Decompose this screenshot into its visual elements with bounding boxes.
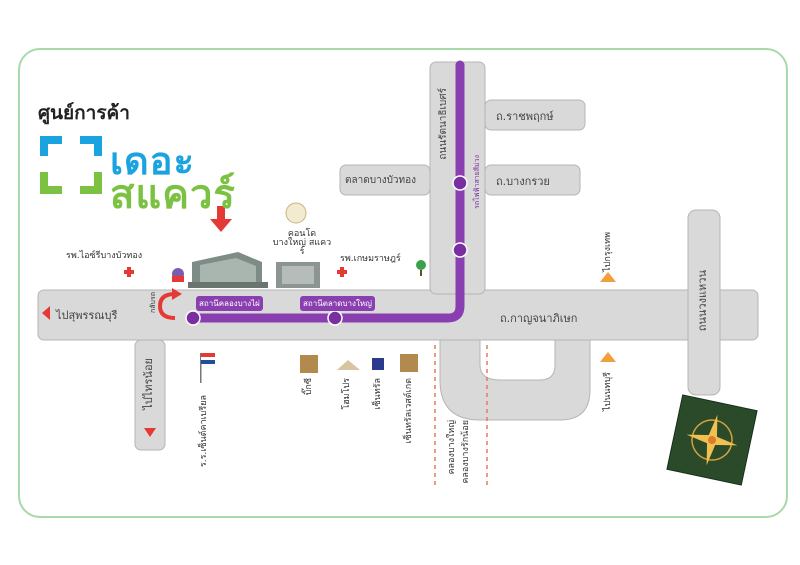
brand-logo-icon [40,136,102,194]
gate-icon-bottom [600,352,616,362]
label-shop-1: บิ๊กซี [304,378,314,396]
shop-box-icon-2 [337,360,360,370]
purple-line [188,60,465,323]
road-label-talad: ตลาดบางบัวทอง [345,175,417,186]
label-hospital-left: รพ.ไอซ์รีบางบัวทอง [66,251,143,261]
flag-icon [200,353,215,383]
road-south-left [134,339,166,451]
road-label-kanchana: ถ.กาญจนาภิเษก [500,312,578,325]
brand-title: ศูนย์การค้า [38,102,130,124]
label-bangkok: ไปกรุงเทพ [603,232,613,272]
temple-icon [172,268,184,282]
red-cross-icon [124,267,134,277]
label-hospital-right: รพ.เกษมราษฎร์ [340,254,401,264]
shop-box-icon-1 [300,355,318,373]
label-canal-1: คลองบางใหญ่ [447,420,457,475]
west-arrow-icon [42,306,50,320]
location-arrow-shaft [217,206,225,220]
tree-icon [416,260,426,276]
south-arrow-icon [144,428,156,437]
road-label-bangkruai: ถ.บางกรวย [496,175,550,188]
road-label-right-vertical: ถนนวงแหวน [696,270,709,332]
compass-rose-icon [666,394,758,486]
building-condo-icon [276,262,320,288]
label-nonthaburi: ไปนนทบุรี [603,372,613,412]
station-dot-2 [327,310,343,326]
road-label-west: ไปสุพรรณบุรี [56,309,118,322]
brand-name-line2: สแควร์ [110,172,236,218]
label-school: ร.ร.เซ็นต์คาเบรียล [199,395,209,468]
red-cross-icon-2 [337,267,347,277]
label-uturn: กลับรถ [149,292,157,313]
station-label-1: สถานีคลองบางไผ่ [196,296,263,311]
interchange-hole [479,339,556,381]
label-shop-4: เซ็นทรัลเวสต์เกต [404,378,414,444]
station-label-2: สถานีตลาดบางใหญ่ [300,296,375,311]
shop-box-icon-3 [372,358,384,370]
uturn-arrow-head [172,288,182,300]
station-dot-3 [452,175,468,191]
road-bangkruai [484,164,581,196]
station-dot-4 [452,242,468,258]
gate-icon-top [600,272,616,282]
road-ratchaphruek [484,99,586,131]
condo-logo-icon [285,202,307,224]
label-shop-3: เซ็นทรัล [373,378,383,410]
label-shop-2: โฮมโปร [342,378,352,410]
arrow-down-icon [210,219,232,232]
brand-name-line1: เดอะ [110,139,195,183]
road-right-vertical [687,209,721,396]
label-condo: คอนโด บางใหญ่ สแควร์ [272,229,332,257]
station-dot-1 [185,310,201,326]
road-label-ratchaphruek: ถ.ราชพฤกษ์ [496,110,554,123]
purple-line-label: รถไฟฟ้าสายสีม่วง [473,155,481,209]
shop-box-icon-4 [400,354,418,372]
label-canal-2: คลองบางรักน้อย [461,420,471,484]
uturn-arrow-icon [157,292,176,320]
road-talad [339,164,431,196]
road-label-vertical-main: ถนนรัตนาธิเบศร์ [438,88,449,160]
road-label-south-left: ไปไทรน้อย [142,358,155,410]
building-the-square-icon [188,252,268,288]
